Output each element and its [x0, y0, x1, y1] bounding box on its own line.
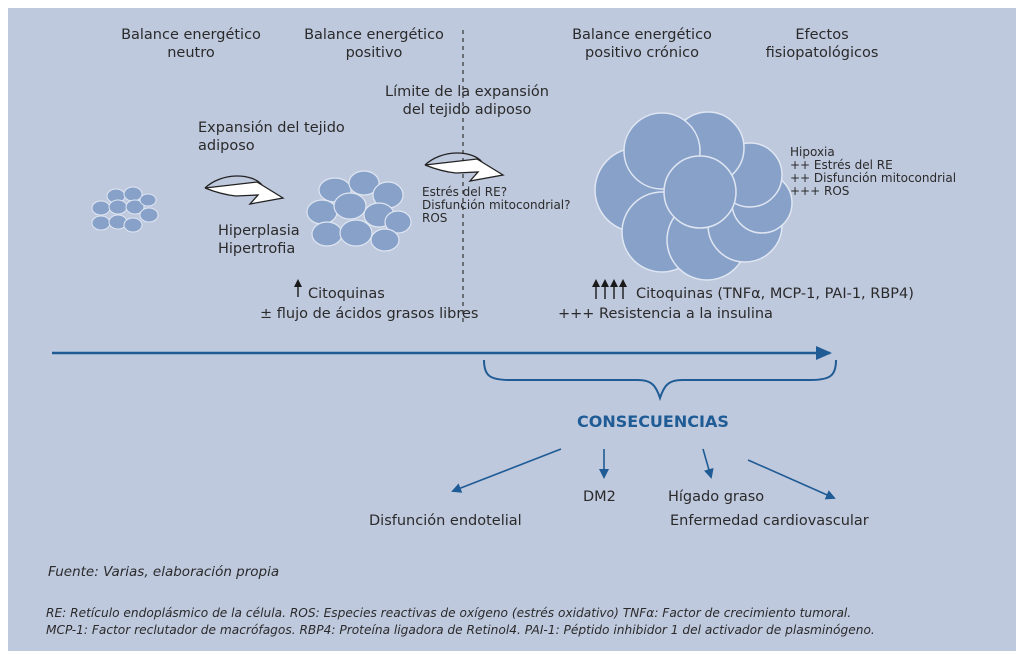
consequence-liver: Hígado graso [668, 489, 765, 505]
fatty-acids-label: ± flujo de ácidos grasos libres [260, 306, 479, 322]
abbreviations-note: RE: Retículo endoplásmico de la célula. … [46, 606, 875, 637]
small-cell-cluster [91, 186, 159, 233]
medium-cell-cluster [306, 170, 412, 252]
stress-question-label: Estrés del RE? Disfunción mitocondrial? … [422, 185, 571, 225]
consequence-endothelial: Disfunción endotelial [369, 513, 522, 529]
consequence-cardio: Enfermedad cardiovascular [670, 513, 869, 529]
curved-arrow-1 [204, 175, 285, 205]
consequences-title: CONSECUENCIAS [577, 412, 729, 431]
chronic-effects-label: Hipoxia ++ Estrés del RE ++ Disfunción m… [790, 145, 957, 198]
stage-effects: Efectos fisiopatológicos [765, 27, 879, 61]
consequence-dm2: DM2 [583, 489, 616, 505]
cytokines-left-label: Citoquinas [308, 286, 385, 302]
stage-chronic: Balance energético positivo crónico [572, 27, 712, 61]
hyperplasia-label: Hiperplasia Hipertrofia [218, 223, 300, 257]
limit-label: Límite de la expansión del tejido adipos… [385, 84, 549, 118]
consequences-brace [483, 359, 837, 402]
stage-neutral: Balance energético neutro [121, 27, 261, 61]
large-cell-cluster [594, 111, 793, 281]
cytokines-right-label: Citoquinas (TNFα, MCP-1, PAI-1, RBP4) [636, 286, 914, 302]
expansion-label: Expansión del tejido adiposo [198, 120, 345, 154]
figure-panel [8, 8, 1016, 651]
curved-arrow-2 [424, 152, 505, 182]
insulin-resistance-label: +++ Resistencia a la insulina [558, 306, 773, 322]
cytokines-right-arrows [592, 279, 627, 299]
consequence-arrows [451, 448, 836, 500]
stage-positive: Balance energético positivo [304, 27, 444, 61]
source-note: Fuente: Varias, elaboración propia [48, 564, 280, 580]
